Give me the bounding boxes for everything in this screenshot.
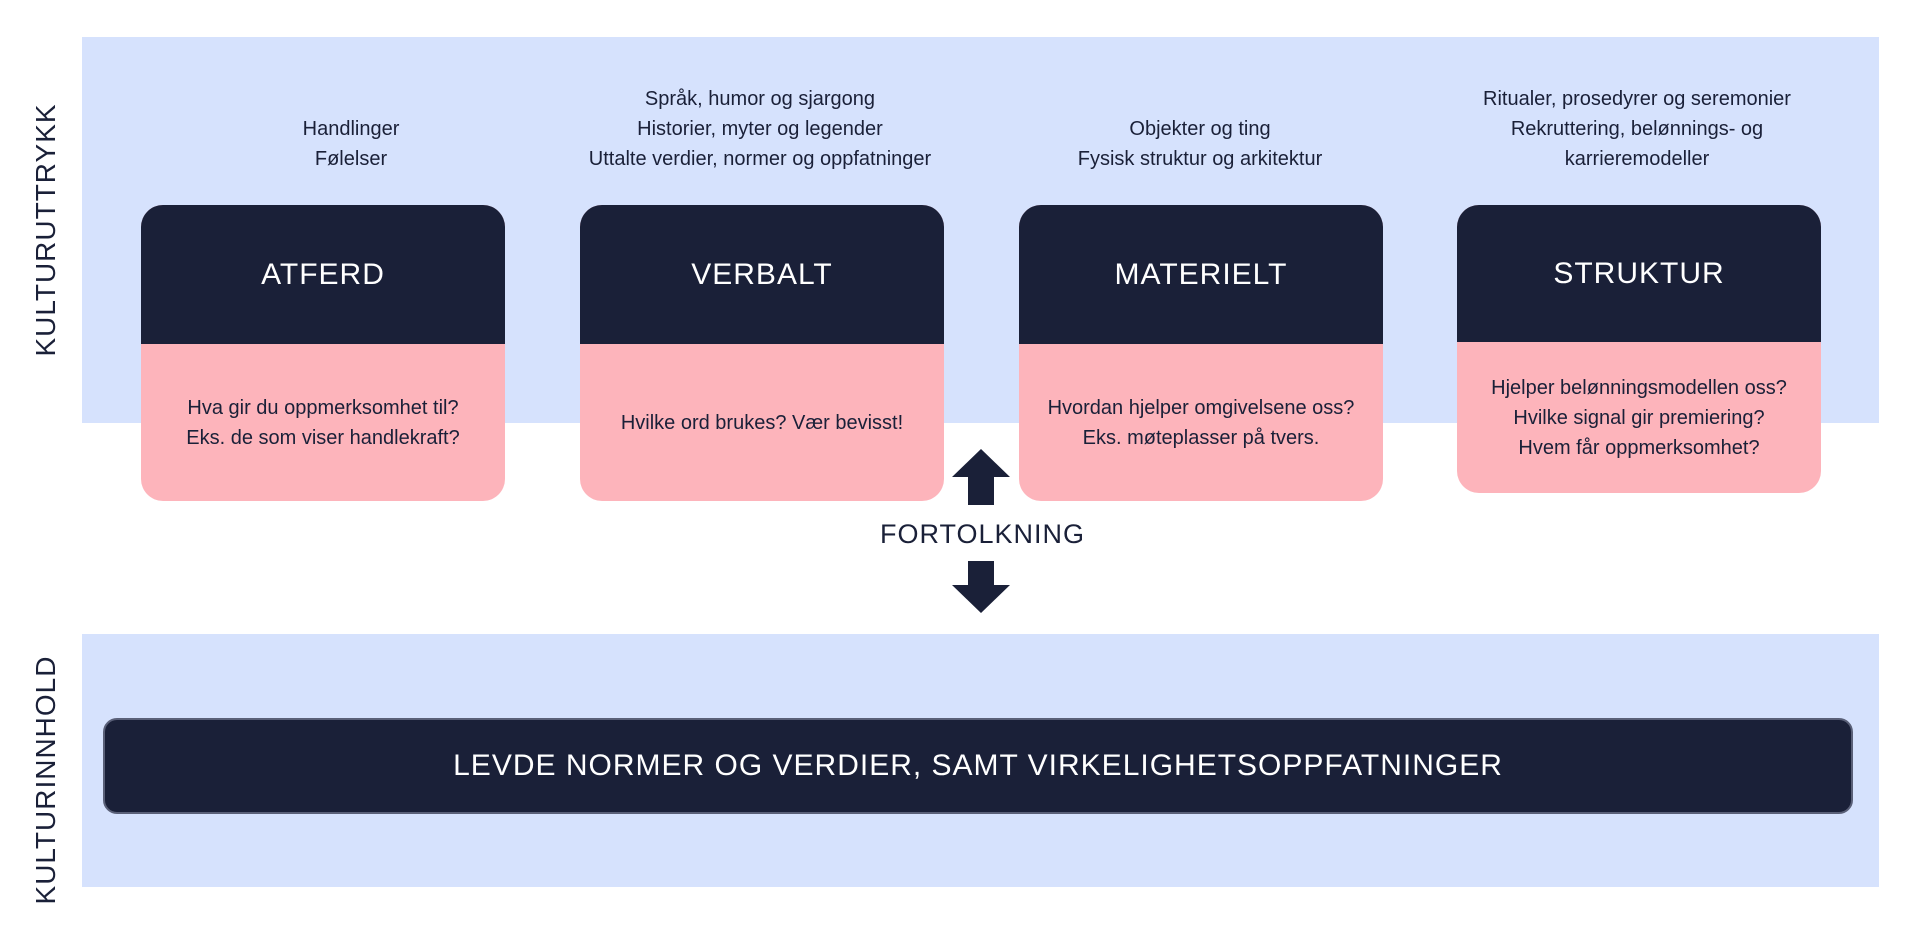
card-title: VERBALT (580, 205, 944, 344)
description-line: Fysisk struktur og arkitektur (1077, 148, 1323, 170)
question-line: Hvilke signal gir premiering? (1513, 406, 1765, 429)
card-materielt: MATERIELT Hvordan hjelper omgivelsene os… (1019, 205, 1383, 501)
arrow-down-icon (952, 561, 1010, 613)
description-line: Ritualer, prosedyrer og seremonier (1483, 88, 1791, 110)
question-line: Hvem får oppmerksomhet? (1518, 436, 1760, 459)
arrow-up-icon (952, 449, 1010, 505)
card-questions: Hjelper belønningsmodellen oss? Hvilke s… (1457, 342, 1821, 493)
card-questions: Hvilke ord brukes? Vær bevisst! (580, 344, 944, 501)
description-line: Følelser (314, 148, 388, 170)
card-title: ATFERD (141, 205, 505, 344)
question-line: Eks. møteplasser på tvers. (1082, 426, 1320, 449)
card-title: MATERIELT (1019, 205, 1383, 344)
side-label-kulturuttrykk: KULTURUTTRYKK (30, 103, 61, 357)
question-line: Eks. de som viser handlekraft? (186, 426, 460, 449)
question-line: Hjelper belønningsmodellen oss? (1491, 376, 1787, 399)
description-line: Uttalte verdier, normer og oppfatninger (588, 148, 932, 170)
card-atferd: ATFERD Hva gir du oppmerksomhet til? Eks… (141, 205, 505, 501)
card-questions: Hvordan hjelper omgivelsene oss? Eks. mø… (1019, 344, 1383, 501)
card-title: STRUKTUR (1457, 205, 1821, 342)
description-line: Historier, myter og legender (637, 118, 883, 140)
description-line: Språk, humor og sjargong (644, 88, 876, 110)
description-line: Rekruttering, belønnings- og (1510, 118, 1764, 140)
description-line: Objekter og ting (1129, 118, 1271, 140)
interpretation-label: FORTOLKNING (880, 519, 1086, 549)
card-questions: Hva gir du oppmerksomhet til? Eks. de so… (141, 344, 505, 501)
question-line: Hvordan hjelper omgivelsene oss? (1047, 396, 1355, 419)
description-materielt: Objekter og ting Fysisk struktur og arki… (990, 84, 1410, 174)
description-atferd: Handlinger Følelser (141, 84, 561, 174)
side-label-kulturinnhold: KULTURINNHOLD (30, 655, 61, 905)
description-struktur: Ritualer, prosedyrer og seremonier Rekru… (1427, 84, 1847, 174)
question-line: Hvilke ord brukes? Vær bevisst! (620, 411, 904, 434)
description-verbalt: Språk, humor og sjargong Historier, myte… (550, 84, 970, 174)
question-line: Hva gir du oppmerksomhet til? (187, 396, 459, 419)
description-line: karrieremodeller (1564, 148, 1710, 170)
card-struktur: STRUKTUR Hjelper belønningsmodellen oss?… (1457, 205, 1821, 493)
description-line: Handlinger (302, 118, 400, 140)
culture-content-bar: LEVDE NORMER OG VERDIER, SAMT VIRKELIGHE… (103, 718, 1853, 814)
card-verbalt: VERBALT Hvilke ord brukes? Vær bevisst! (580, 205, 944, 501)
